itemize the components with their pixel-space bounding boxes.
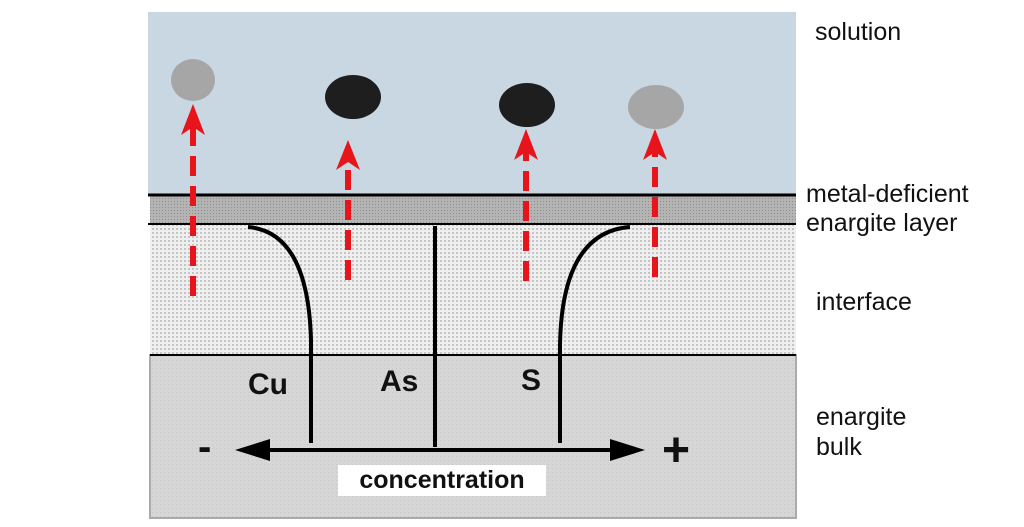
s-ion-dark [499, 83, 555, 127]
cu-label: Cu [248, 368, 288, 401]
concentration-label-box [338, 465, 546, 496]
concentration-label: concentration [359, 466, 525, 494]
bulk-label-1: enargite [816, 403, 907, 431]
interface-region [150, 224, 796, 355]
minus-sign: - [198, 425, 212, 469]
as-label: As [380, 365, 419, 398]
arrowhead-icon [643, 129, 667, 160]
s-label: S [521, 364, 542, 397]
arrowhead-icon [336, 140, 360, 170]
arrowhead-icon [514, 129, 538, 160]
metal-deficient-label: metal-deficient [806, 180, 969, 208]
interface-label: interface [816, 288, 912, 316]
solution-region [148, 12, 796, 195]
cu-ion-light [171, 59, 215, 101]
metal-deficient-layer [150, 195, 796, 224]
axis-right-arrowhead-icon [610, 439, 645, 461]
ion-light [628, 85, 684, 129]
axis-left-arrowhead-icon [235, 439, 270, 461]
as-ion-dark [325, 75, 381, 119]
solution-label: solution [815, 18, 902, 46]
dissolution-arrows [181, 104, 667, 296]
bulk-label-2: bulk [816, 433, 862, 461]
arrowhead-icon [181, 104, 205, 135]
cu-profile-curve [247, 225, 313, 443]
s-profile-curve [558, 225, 631, 443]
plus-sign: + [662, 424, 691, 477]
enargite-layer-label: enargite layer [806, 209, 958, 237]
